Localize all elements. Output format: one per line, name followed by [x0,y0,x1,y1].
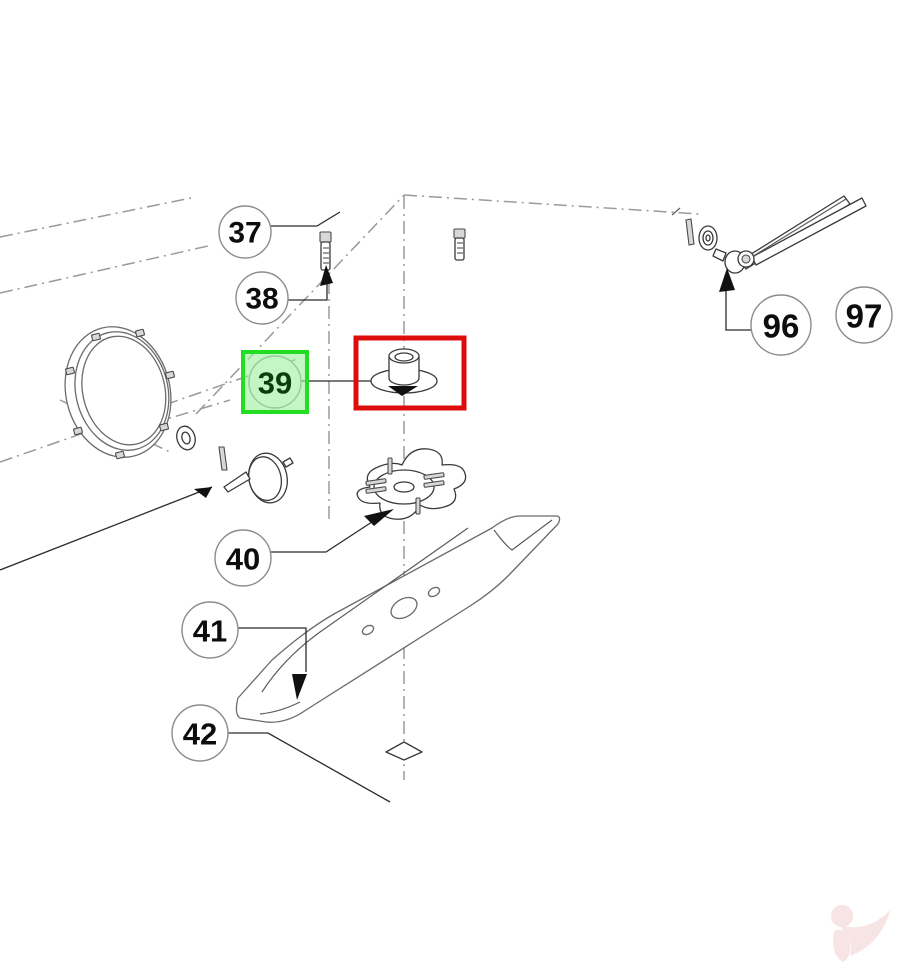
ring-mounting-tabs [65,328,175,460]
part-linkage-arm [739,195,867,270]
callout-39-label: 39 [258,366,292,401]
centerline-upper-left-b [0,245,209,294]
part-cap-disc-bracket [223,452,294,504]
leader-37 [271,211,341,227]
red-highlight-box [353,335,467,411]
part-deck-insert-ring [64,326,175,460]
callout-97[interactable]: 97 [835,286,893,344]
centerline-apex-right [403,194,701,215]
leader-38 [288,265,333,301]
callout-40-label: 40 [226,542,260,577]
callout-96-label: 96 [763,308,800,345]
callout-41[interactable]: 41 [181,601,239,659]
part-blade-bolt-lower [385,741,423,761]
callout-41-label: 41 [193,614,227,649]
leader-41 [238,627,307,700]
callout-37-label: 37 [228,217,261,250]
leader-bottom-left [0,486,213,571]
callout-40[interactable]: 40 [214,529,272,587]
leader-42 [228,732,391,803]
centerline-group [0,194,701,780]
part-threaded-bolt-right [453,228,466,261]
centerline-ring-axis [103,399,231,439]
part-blade-adapter [356,448,467,520]
part-roll-pin-upper-right [671,207,695,246]
part-flat-washer-upper-right [698,225,718,251]
part-mower-blade [235,515,561,723]
callout-42-label: 42 [183,717,217,752]
callout-42[interactable]: 42 [171,704,229,762]
part-flat-washer [176,425,196,451]
centerline-apex-left [195,194,405,415]
watermark-logo [828,905,890,962]
adapter-ribs [365,457,445,515]
callout-97-label: 97 [846,298,883,335]
callout-96[interactable]: 96 [750,294,812,356]
leader-40 [271,509,394,553]
leader-96 [719,268,751,331]
part-threaded-bolt-upper [319,231,332,271]
callout-38[interactable]: 38 [235,271,289,325]
callout-38-label: 38 [245,283,278,316]
callout-37[interactable]: 37 [218,205,272,259]
green-highlight-box[interactable] [241,350,309,414]
part-roll-pin [218,446,228,471]
centerline-upper-left-a [0,196,197,238]
part-linkage-pivot [712,248,755,274]
part-flanged-bushing [370,348,438,396]
